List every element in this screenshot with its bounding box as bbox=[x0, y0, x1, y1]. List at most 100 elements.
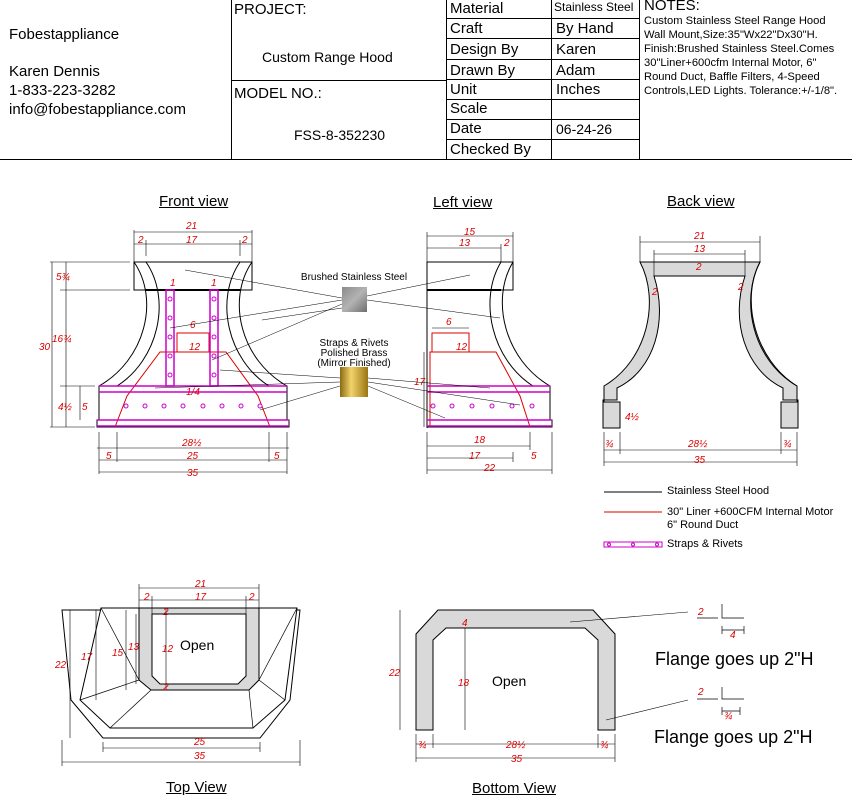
flange-note-1: Flange goes up 2"H bbox=[655, 649, 814, 669]
row-label-date: Date bbox=[450, 120, 482, 137]
flange-1-dim-2: 2 bbox=[697, 607, 704, 618]
left-dim-13: 13 bbox=[459, 238, 471, 249]
contact-email: info@fobestappliance.com bbox=[9, 101, 186, 118]
back-dim-4-1-2: 4½ bbox=[625, 412, 640, 423]
top-dim-2-right: 2 bbox=[248, 592, 255, 603]
legend-straps-label: Straps & Rivets bbox=[667, 538, 743, 550]
bottom-dim-22: 22 bbox=[388, 668, 401, 679]
back-dim-21: 21 bbox=[693, 231, 705, 242]
top-dim-17: 17 bbox=[81, 652, 93, 663]
top-dim-15: 15 bbox=[112, 648, 124, 659]
front-view: 21 17 2 2 1 1 6 12 1/4 28½ 25 35 5 5 30 … bbox=[39, 221, 290, 479]
back-dim-35: 35 bbox=[694, 455, 706, 466]
polished-brass-swatch bbox=[340, 367, 368, 397]
back-dim-3-4-right: ¾ bbox=[783, 439, 791, 450]
drawing-canvas: 21 17 2 2 1 1 6 12 1/4 28½ 25 35 5 5 30 … bbox=[39, 221, 799, 766]
front-dim-5-left: 5 bbox=[106, 451, 112, 462]
row-value-material: Stainless Steel bbox=[554, 0, 634, 14]
bottom-dim-18: 18 bbox=[458, 678, 470, 689]
front-dim-25: 25 bbox=[186, 451, 199, 462]
legend bbox=[603, 491, 663, 548]
top-dim-25: 25 bbox=[193, 737, 206, 748]
left-dim-22: 22 bbox=[483, 463, 496, 474]
legend-straps-swatch bbox=[603, 541, 663, 548]
callouts bbox=[154, 269, 521, 419]
left-dim-17-h: 17 bbox=[414, 377, 426, 388]
front-dim-12: 12 bbox=[189, 342, 201, 353]
flange-1-dim-4: 4 bbox=[730, 630, 736, 641]
back-dim-13: 13 bbox=[694, 244, 706, 255]
row-label-unit: Unit bbox=[450, 81, 477, 98]
straps-callout-line1: Straps & Rivets bbox=[319, 338, 389, 349]
left-view: 15 13 2 6 12 17 18 17 22 5 bbox=[414, 227, 553, 474]
model-label: MODEL NO.: bbox=[234, 85, 322, 102]
left-view-title: Left view bbox=[433, 194, 493, 211]
back-view: 21 13 2 2 2 4½ ¾ ¾ 28½ 35 bbox=[602, 231, 799, 466]
project-value: Custom Range Hood bbox=[262, 49, 393, 65]
front-dim-30: 30 bbox=[39, 342, 51, 353]
top-view-title: Top View bbox=[166, 779, 227, 796]
front-dim-17: 17 bbox=[186, 235, 198, 246]
flange-2-dim-2: 2 bbox=[697, 687, 704, 698]
legend-liner-label-2: 6" Round Duct bbox=[667, 519, 739, 531]
flange-2-dim-3-4: ¾ bbox=[724, 711, 732, 722]
front-dim-2-left: 2 bbox=[137, 235, 144, 246]
front-dim-5-right: 5 bbox=[274, 451, 280, 462]
front-dim-4-1-2: 4½ bbox=[58, 402, 73, 413]
top-view: 21 17 2 2 2 2 12 22 17 15 13 25 35 Open bbox=[54, 579, 301, 766]
left-dim-17: 17 bbox=[469, 451, 481, 462]
top-dim-2-top: 2 bbox=[162, 607, 169, 618]
top-dim-2-left: 2 bbox=[143, 592, 150, 603]
front-dim-5-3-4: 5¾ bbox=[56, 272, 70, 283]
project-label: PROJECT: bbox=[234, 1, 307, 18]
back-dim-2-top: 2 bbox=[695, 262, 702, 273]
title-block-grid bbox=[0, 0, 852, 160]
back-dim-2-right: 2 bbox=[737, 282, 744, 293]
legend-liner-label-1: 30" Liner +600CFM Internal Motor bbox=[667, 506, 834, 518]
straps-callout-line3: (Mirror Finished) bbox=[317, 358, 391, 369]
top-dim-13: 13 bbox=[128, 642, 140, 653]
row-value-drawn-by: Adam bbox=[556, 62, 596, 79]
bottom-dim-28: 28½ bbox=[505, 740, 526, 751]
bottom-open-label: Open bbox=[492, 673, 526, 689]
top-dim-21: 21 bbox=[194, 579, 206, 590]
row-value-unit: Inches bbox=[556, 81, 601, 98]
front-dim-16-3-4: 16¾ bbox=[52, 334, 71, 345]
top-dim-12: 12 bbox=[162, 644, 174, 655]
notes-text: Custom Stainless Steel Range Hood Wall M… bbox=[644, 15, 838, 97]
flange-detail-1: 2 4 bbox=[697, 604, 745, 641]
bottom-dim-3-4-right: ¾ bbox=[600, 740, 608, 751]
back-view-title: Back view bbox=[667, 193, 735, 210]
left-dim-2: 2 bbox=[503, 238, 510, 249]
bottom-dim-35: 35 bbox=[511, 754, 523, 765]
material-callout: Brushed Stainless Steel bbox=[300, 272, 408, 283]
back-dim-2-left: 2 bbox=[651, 287, 658, 298]
top-dim-22: 22 bbox=[54, 660, 67, 671]
top-dim-17: 17 bbox=[195, 592, 207, 603]
bottom-dim-4: 4 bbox=[462, 618, 468, 629]
model-value: FSS-8-352230 bbox=[294, 127, 386, 143]
back-dim-3-4-left: ¾ bbox=[605, 439, 613, 450]
front-dim-5-h: 5 bbox=[82, 402, 88, 413]
front-dim-2-right: 2 bbox=[241, 235, 248, 246]
left-dim-18: 18 bbox=[474, 435, 486, 446]
left-dim-12: 12 bbox=[456, 342, 468, 353]
front-dim-6: 6 bbox=[190, 320, 196, 331]
brushed-steel-swatch bbox=[342, 287, 367, 312]
flange-detail-2: 2 ¾ bbox=[697, 687, 744, 722]
notes-label: NOTES: bbox=[644, 0, 700, 14]
row-label-design-by: Design By bbox=[450, 41, 519, 58]
row-value-craft: By Hand bbox=[556, 20, 614, 37]
flange-note-2: Flange goes up 2"H bbox=[654, 727, 813, 747]
row-label-checked-by: Checked By bbox=[450, 141, 531, 158]
back-dim-28: 28½ bbox=[687, 439, 708, 450]
contact-phone: 1-833-223-3282 bbox=[9, 82, 116, 99]
row-label-craft: Craft bbox=[450, 20, 483, 37]
front-dim-35: 35 bbox=[187, 468, 199, 479]
front-dim-21: 21 bbox=[185, 221, 197, 232]
row-label-drawn-by: Drawn By bbox=[450, 62, 516, 79]
front-dim-28: 28½ bbox=[181, 438, 202, 449]
front-dim-1b: 1 bbox=[211, 278, 217, 289]
bottom-view: 4 18 22 ¾ ¾ 28½ 35 Open bbox=[388, 609, 689, 765]
front-view-title: Front view bbox=[159, 193, 229, 210]
